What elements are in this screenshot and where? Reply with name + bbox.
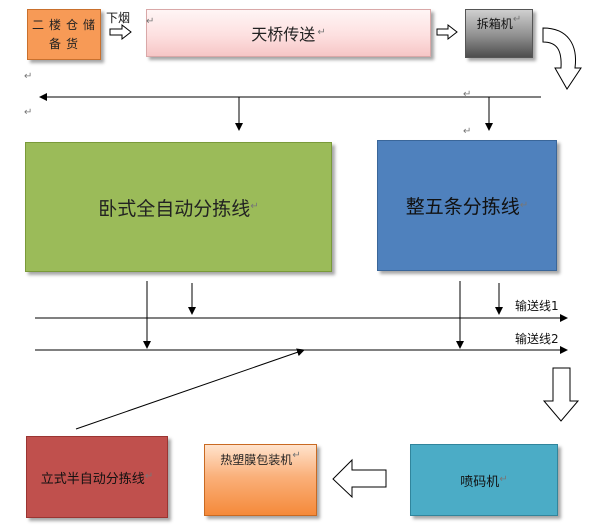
curved-arrow-down [542,27,582,90]
block-arrow-down [542,367,580,422]
horizontal-sorter-label: 卧式全自动分拣线 [98,197,251,220]
vertical-to-line2 [75,348,305,430]
paragraph-mark: ↵ [512,14,522,25]
vertical-sorter-box: 立式半自动分拣线 ↵ [26,436,168,518]
paragraph-mark: ↵ [463,89,472,100]
xiayan-label: 下烟 [106,11,131,25]
paragraph-mark: ↵ [144,471,154,482]
paragraph-mark: ↵ [292,450,301,461]
paragraph-mark: ↵ [146,16,155,27]
unpack-label: 拆箱机 [476,17,513,31]
sprayer-label: 喷码机 [460,474,500,490]
heat-shrink-wrapper-box: 热塑膜包装机 ↵ [204,444,317,516]
paragraph-mark: ↵ [463,126,472,137]
heat-shrink-label: 热塑膜包装机 [220,453,293,467]
horizontal-sorter-box: 卧式全自动分拣线 ↵ [25,142,332,272]
hollow-arrow-right-2 [436,23,458,41]
conveyor-line-2-label: 输送线2 [515,332,559,346]
storage-label: 二楼仓储备货 [32,17,101,51]
paragraph-mark: ↵ [24,107,33,118]
hollow-arrow-right-1 [109,23,132,41]
conveyor-line-1-label: 输送线1 [515,299,559,313]
paragraph-mark: ↵ [24,71,33,82]
bridge-label: 天桥传送 [251,25,316,44]
paragraph-mark: ↵ [499,474,508,485]
paragraph-mark: ↵ [317,27,326,38]
storage-box: 二楼仓储备货 [27,9,101,60]
paragraph-mark: ↵ [519,199,529,211]
five-sorter-label: 整五条分拣线 [405,196,520,218]
paragraph-mark: ↵ [250,201,259,212]
bridge-conveyor-box: 天桥传送 ↵ [146,9,431,57]
five-sorter-box: 整五条分拣线 ↵ [377,140,557,271]
vertical-sorter-label: 立式半自动分拣线 [40,471,145,487]
sprayer-box: 喷码机 ↵ [410,444,558,516]
unpacking-machine-box: 拆箱机 ↵ [465,9,533,58]
block-arrow-left [332,458,387,499]
